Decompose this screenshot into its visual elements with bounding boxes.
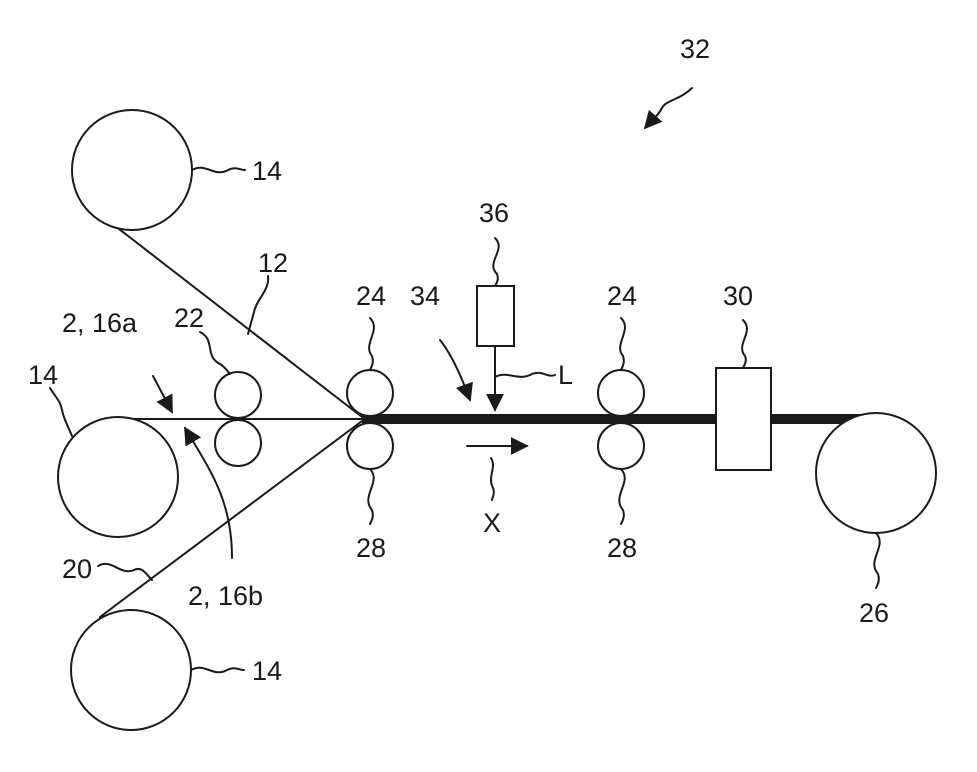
treatment-box — [716, 368, 771, 470]
label-takeup-roll: 26 — [859, 598, 889, 628]
label-zone: 34 — [410, 281, 440, 311]
label-roller-22: 22 — [174, 303, 204, 333]
leader-web-bottom — [98, 564, 152, 580]
label-roller-28-left: 28 — [356, 533, 386, 563]
leader-roll-bottom — [191, 668, 244, 673]
leader-28-right — [619, 469, 624, 524]
label-source-roll-top: 14 — [252, 156, 282, 186]
leader-36 — [493, 238, 498, 286]
leader-24-right — [620, 318, 625, 370]
label-roller-24-right: 24 — [607, 281, 637, 311]
leader-roll-top — [192, 168, 245, 173]
label-system: 32 — [680, 34, 710, 64]
label-laser-unit: 36 — [479, 198, 509, 228]
leader-28-left — [368, 469, 373, 524]
leader-beam — [495, 373, 555, 377]
roller-28-right — [598, 423, 644, 469]
leader-24-left — [369, 318, 374, 370]
leader-web-top — [248, 276, 268, 334]
source-roll-top — [72, 110, 192, 230]
label-layer-lower: 2, 16b — [188, 581, 263, 611]
label-web-bottom: 20 — [62, 554, 92, 584]
leader-22 — [200, 332, 230, 374]
label-roller-24-left: 24 — [356, 281, 386, 311]
leader-takeup — [874, 533, 879, 588]
label-source-roll-middle: 14 — [28, 360, 58, 390]
source-roll-bottom — [71, 610, 191, 730]
roller-28-left — [347, 423, 393, 469]
leader-direction — [491, 458, 494, 500]
arrow-layer-upper — [153, 376, 172, 412]
leader-30 — [742, 320, 747, 368]
takeup-roll — [816, 413, 936, 533]
label-treatment-box: 30 — [723, 281, 753, 311]
label-direction: X — [483, 508, 501, 538]
leader-roll-middle — [50, 388, 72, 436]
roller-24-right — [598, 370, 644, 416]
label-source-roll-bottom: 14 — [252, 656, 282, 686]
label-web-top: 12 — [258, 248, 288, 278]
roller-22-upper — [215, 372, 261, 418]
label-laser-beam: L — [558, 360, 573, 390]
arrow-zone — [440, 340, 470, 400]
label-layer-upper: 2, 16a — [62, 308, 138, 338]
label-roller-28-right: 28 — [607, 533, 637, 563]
arrow-system — [645, 88, 692, 128]
roller-24-left — [347, 370, 393, 416]
roller-22-lower — [215, 420, 261, 466]
laser-unit-box — [477, 286, 514, 346]
source-roll-middle — [58, 417, 178, 537]
